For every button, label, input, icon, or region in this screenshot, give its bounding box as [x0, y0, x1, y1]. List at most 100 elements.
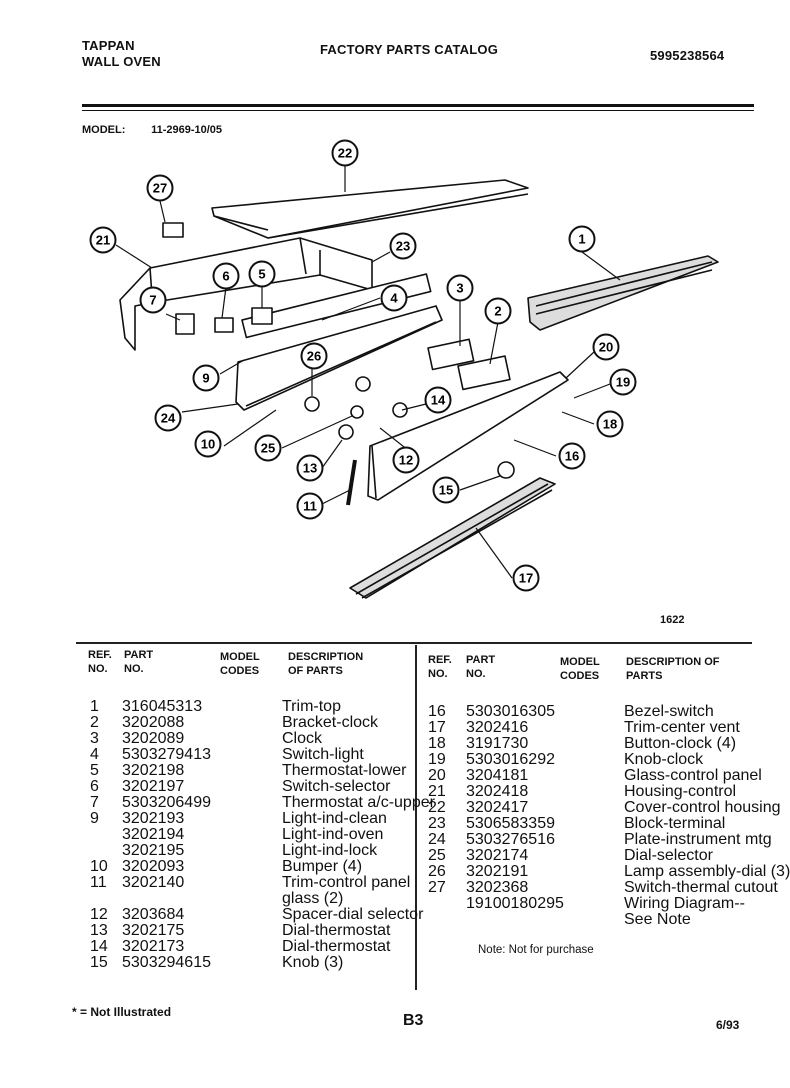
- part-clock: [427, 338, 475, 371]
- part-no: 3202416: [466, 719, 529, 736]
- header-model-codes-left: MODEL CODES: [220, 651, 260, 677]
- part-dial-thermostat-2: [392, 402, 408, 418]
- description: Clock: [282, 730, 323, 747]
- description: Glass-control panel: [624, 767, 762, 784]
- catalog-title: FACTORY PARTS CATALOG: [320, 42, 499, 57]
- model-label: MODEL:: [82, 124, 126, 136]
- description: Dial-thermostat: [282, 938, 391, 955]
- ref-no: 23: [428, 815, 446, 832]
- header-description-right: DESCRIPTION OF PARTS: [626, 656, 720, 682]
- page-code: B3: [403, 1012, 424, 1029]
- header-model-codes-right: MODEL CODES: [560, 656, 600, 682]
- description: Switch-selector: [282, 778, 391, 795]
- description: Bumper (4): [282, 858, 363, 875]
- part-no: 3202198: [122, 762, 185, 779]
- brand-line-1: TAPPAN: [82, 38, 135, 53]
- ref-no: 25: [428, 847, 446, 864]
- part-no: 5303279413: [122, 746, 211, 763]
- description: Light-ind-clean: [282, 810, 387, 827]
- table-column-divider: [415, 645, 417, 990]
- ref-no: 19: [428, 751, 446, 768]
- part-no: 3203684: [122, 906, 185, 923]
- brand-line-2: WALL OVEN: [82, 54, 161, 69]
- part-spacer: [350, 405, 364, 419]
- description: Dial-thermostat: [282, 922, 391, 939]
- part-no: 19100180295: [466, 895, 564, 912]
- part-thermostat-lower: [251, 307, 273, 325]
- callout-circle-17: [512, 564, 540, 592]
- description: Trim-top: [282, 698, 341, 715]
- callout-label-4: 4: [390, 291, 398, 306]
- ref-no: 12: [90, 906, 108, 923]
- callout-label-18: 18: [603, 417, 617, 432]
- part-cover-control-housing: [211, 179, 529, 239]
- part-no: 3202175: [122, 922, 185, 939]
- ref-no: 17: [428, 719, 446, 736]
- callout-circle-5: [248, 260, 276, 288]
- ref-no: 27: [428, 879, 446, 896]
- part-no: 3204181: [466, 767, 529, 784]
- part-no: 3202418: [466, 783, 529, 800]
- part-no: 3202093: [122, 858, 185, 875]
- callout-circle-18: [596, 410, 624, 438]
- ref-no: 22: [428, 799, 446, 816]
- description: Light-ind-lock: [282, 842, 378, 859]
- part-switch-thermal-cutout: [162, 222, 184, 238]
- part-thermostat-upper: [175, 313, 195, 335]
- callout-circle-4: [380, 284, 408, 312]
- callout-circle-15: [432, 476, 460, 504]
- drawing-code: 1622: [660, 614, 685, 626]
- part-plate-instrument-mtg: [235, 305, 443, 411]
- part-glass-control-panel: [367, 371, 569, 501]
- header-description-left: DESCRIPTION OF PARTS: [288, 651, 364, 677]
- callout-circle-14: [424, 386, 452, 414]
- callout-circle-10: [194, 430, 222, 458]
- callout-label-24: 24: [161, 411, 176, 426]
- purchase-note: Note: Not for purchase: [478, 944, 594, 956]
- description: Thermostat a/c-upper: [282, 794, 435, 811]
- callout-circle-23: [389, 232, 417, 260]
- callout-circle-2: [484, 297, 512, 325]
- header-ref-no-right: REF. NO.: [428, 654, 452, 680]
- callout-label-12: 12: [399, 453, 413, 468]
- part-lamp-dial: [304, 396, 320, 412]
- table-top-rule: [76, 642, 752, 644]
- header-part-no-left: PART NO.: [124, 649, 154, 675]
- callout-label-6: 6: [222, 269, 229, 284]
- callout-circle-27: [146, 174, 174, 202]
- description: Dial-selector: [624, 847, 713, 864]
- callout-circle-11: [296, 492, 324, 520]
- callout-circle-3: [446, 274, 474, 302]
- description: Button-clock (4): [624, 735, 737, 752]
- header-rule-thin: [82, 110, 754, 111]
- callout-label-9: 9: [202, 371, 209, 386]
- callout-circle-20: [592, 333, 620, 361]
- part-no: 316045313: [122, 698, 203, 715]
- description: Bracket-clock: [282, 714, 379, 731]
- description: Switch-light: [282, 746, 364, 763]
- catalog-number: 5995238564: [650, 48, 725, 63]
- callout-label-27: 27: [153, 181, 167, 196]
- part-no: 3202173: [122, 938, 185, 955]
- header-part-no-right: PART NO.: [466, 654, 496, 680]
- part-no: 3191730: [466, 735, 529, 752]
- callout-label-20: 20: [599, 340, 613, 355]
- callout-label-25: 25: [261, 441, 275, 456]
- part-no: 5306583359: [466, 815, 555, 832]
- callout-label-15: 15: [439, 483, 453, 498]
- callout-circle-21: [89, 226, 117, 254]
- ref-no: 6: [90, 778, 99, 795]
- callout-label-11: 11: [303, 499, 317, 514]
